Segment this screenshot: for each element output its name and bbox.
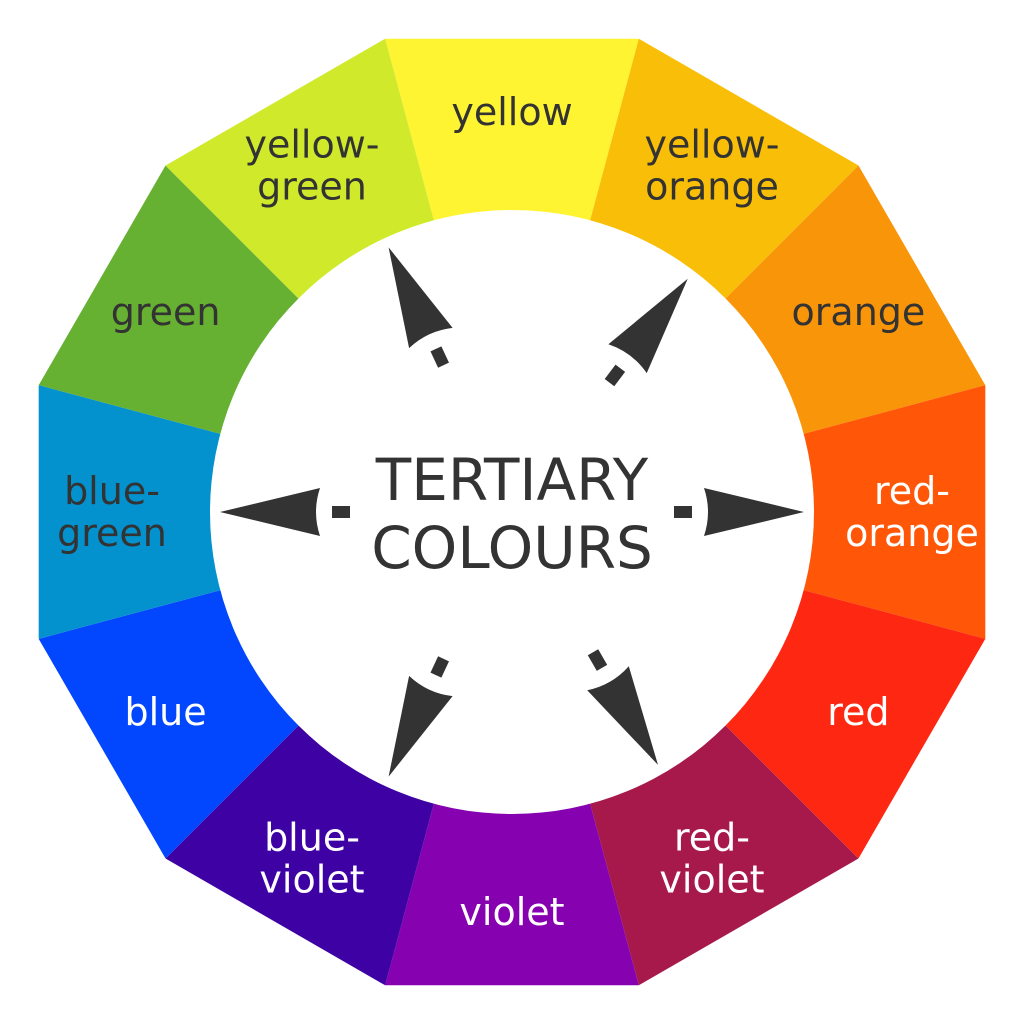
segment-yellow xyxy=(385,38,639,242)
arrow-left-icon xyxy=(220,488,350,536)
segment-label: yellow- xyxy=(244,123,379,167)
segment-label: orange xyxy=(645,165,779,209)
segment-label: orange xyxy=(792,290,926,334)
arrow-up-left-icon xyxy=(388,247,453,368)
segment-label: green xyxy=(111,290,221,334)
center-disc xyxy=(210,210,814,814)
segment-label: blue- xyxy=(64,469,160,513)
segment-violet xyxy=(385,782,639,986)
segment-label: green xyxy=(257,165,367,209)
wheel-labels: yellowyellow-orangeorangered-orangeredre… xyxy=(57,90,979,934)
segment-label: red xyxy=(827,690,889,734)
segment-red-orange xyxy=(782,385,986,639)
arrow-right-icon xyxy=(674,488,804,536)
segment-label: violet xyxy=(459,890,564,934)
arrow-up-right-icon xyxy=(604,278,688,387)
arrow-down-right-icon xyxy=(587,649,658,765)
title-line-1: TERTIARY xyxy=(375,446,649,514)
segment-blue-green xyxy=(38,385,242,639)
title-line-2: COLOURS xyxy=(371,514,653,582)
segment-label: yellow- xyxy=(644,123,779,167)
segment-label: red- xyxy=(874,469,950,513)
segment-label: blue- xyxy=(264,815,360,859)
segment-label: violet xyxy=(659,857,764,901)
segment-label: yellow xyxy=(451,90,572,134)
segment-label: red- xyxy=(674,815,750,859)
segment-label: orange xyxy=(845,511,979,555)
arrow-down-left-icon xyxy=(388,656,453,777)
arrows xyxy=(220,247,804,777)
title: TERTIARY COLOURS xyxy=(371,446,653,582)
segment-label: green xyxy=(57,511,167,555)
segment-label: blue xyxy=(125,690,207,734)
segment-label: violet xyxy=(259,857,364,901)
